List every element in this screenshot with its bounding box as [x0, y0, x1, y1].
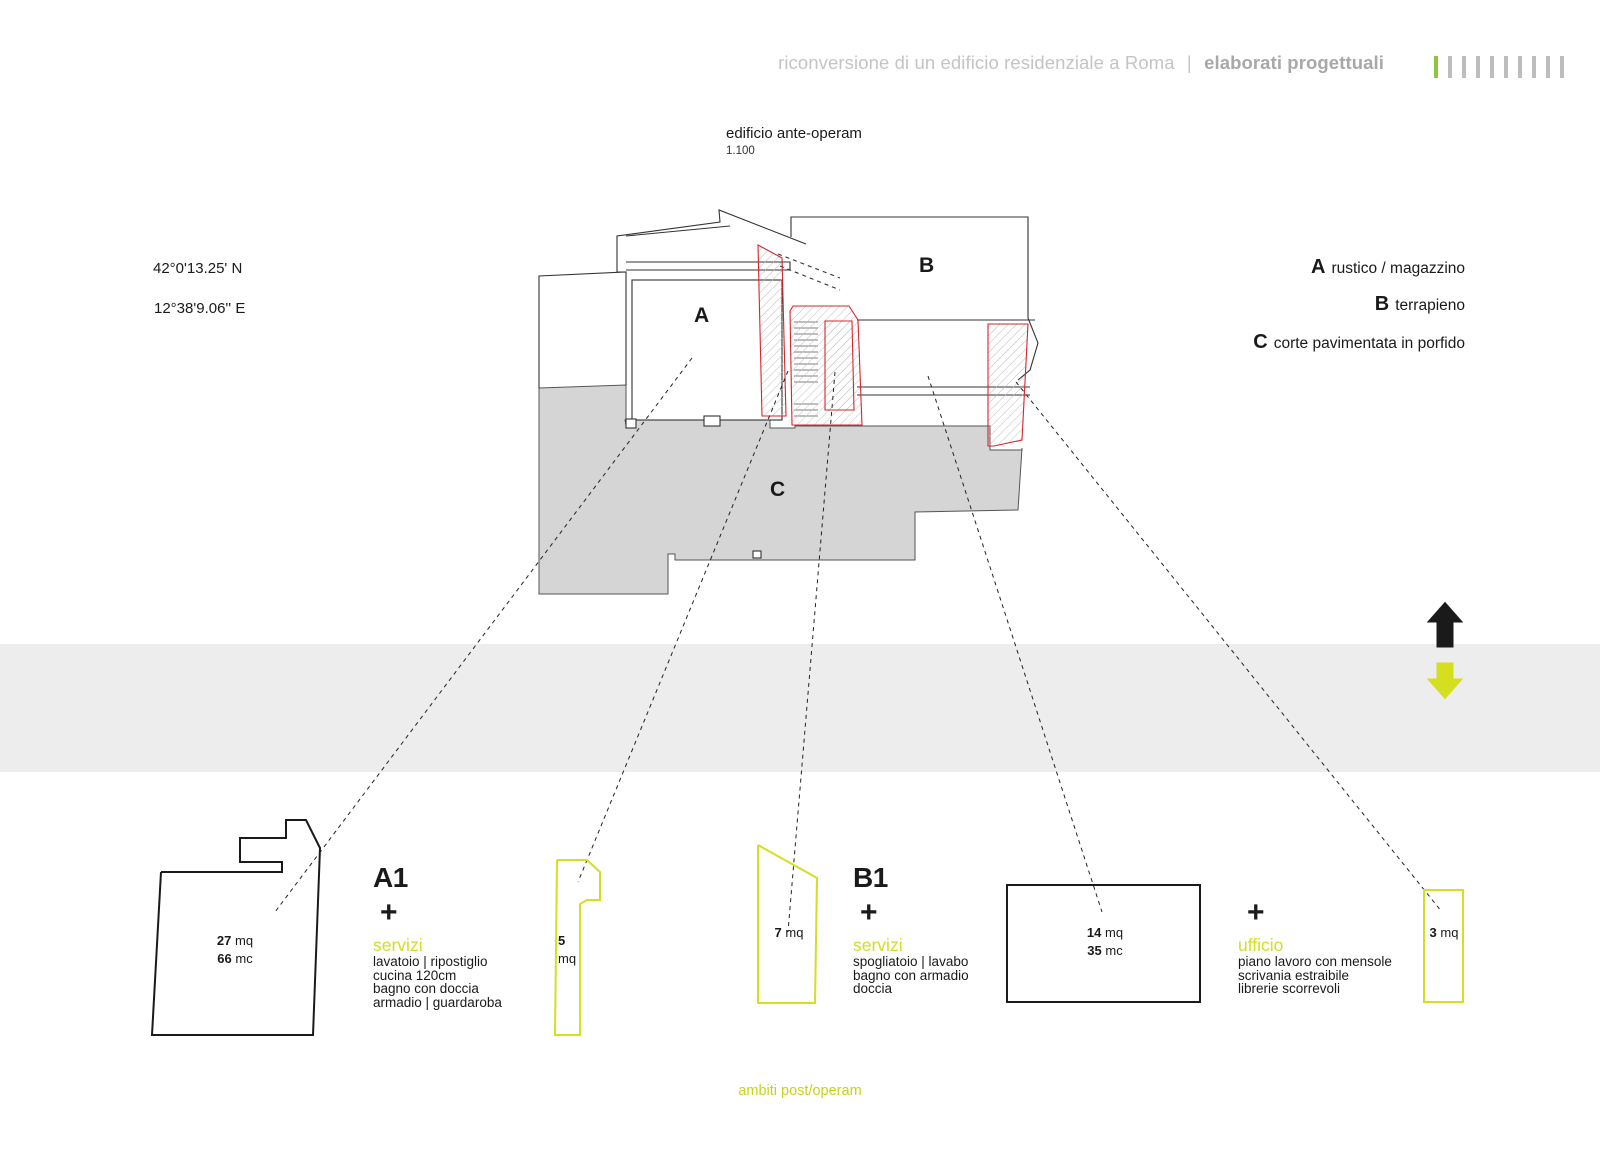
header-separator: |: [1186, 52, 1192, 73]
ambit-a1-category: servizi: [373, 935, 423, 955]
leader-lines: [274, 357, 1443, 933]
legend-letter-c: C: [1253, 331, 1268, 353]
legend-letter-b: B: [1374, 293, 1390, 315]
ambit-a1-outline: [150, 819, 322, 1036]
office-item: piano lavoro con mensole: [1238, 954, 1392, 969]
progress-bar-active: [1434, 56, 1438, 78]
area-a1-mc-unit: mc: [235, 951, 253, 966]
zone-c-label: C: [770, 478, 786, 501]
area-a1-service-mq-value: 5: [558, 933, 566, 948]
office-item: scrivania estraibile: [1238, 967, 1350, 983]
legend-text-c: corte pavimentata in porfido: [1273, 335, 1465, 352]
zone-b-label: B: [919, 254, 935, 277]
ambit-a1-item: cucina 120cm: [373, 967, 457, 983]
area-office-mq-unit: mq: [1440, 925, 1459, 940]
ambit-a1-items: lavatoio | ripostiglio cucina 120cm bagn…: [373, 955, 502, 1009]
ambit-office-outline: [1423, 889, 1464, 1003]
up-arrow-icon: [1426, 601, 1464, 648]
area-a1: 27 mq 66 mc: [200, 932, 270, 968]
area-b1-mq-value: 14: [1086, 925, 1102, 940]
area-office-mq-value: 3: [1429, 925, 1437, 940]
progress-bar: [1532, 56, 1536, 78]
progress-bar: [1476, 56, 1480, 78]
longitude-label: 12°38'9.06'' E: [154, 300, 246, 317]
area-b1-mc-unit: mc: [1105, 943, 1123, 958]
legend-text-b: terrapieno: [1395, 297, 1465, 314]
ambit-a1-service-outline: [553, 859, 601, 1036]
office-category: ufficio: [1238, 935, 1284, 955]
zone-a-label: A: [694, 304, 710, 327]
area-b1-service: 7 mq: [764, 924, 814, 942]
ambit-b1-code: B1: [853, 862, 888, 893]
header-title: riconversione di un edificio residenzial…: [778, 52, 1384, 74]
progress-bar: [1490, 56, 1494, 78]
area-a1-service: 5 mq: [558, 932, 580, 968]
area-a1-mq-value: 27: [216, 933, 232, 948]
footer-caption: ambiti post/operam: [738, 1083, 862, 1099]
ambit-a1-item: armadio | guardaroba: [373, 994, 502, 1010]
area-b1-service-mq-unit: mq: [785, 925, 804, 940]
area-b1-mq-unit: mq: [1105, 925, 1124, 940]
area-b1: 14 mq 35 mc: [1070, 924, 1140, 960]
project-title: riconversione di un edificio residenzial…: [778, 52, 1175, 73]
ambit-b1-service-outline: [757, 844, 819, 1004]
area-office: 3 mq: [1424, 924, 1464, 942]
ambit-a1-shape: [152, 820, 320, 1035]
area-a1-mc-value: 66: [217, 951, 232, 966]
legend-text-a: rustico / magazzino: [1331, 260, 1465, 277]
ambit-a1-item: bagno con doccia: [373, 981, 479, 996]
red-wall-elements: [757, 244, 1029, 447]
progress-bar: [1518, 56, 1522, 78]
office-items: piano lavoro con mensole scrivania estra…: [1238, 955, 1392, 996]
ambit-b1-items: spogliatoio | lavabo bagno con armadio d…: [853, 955, 969, 996]
ambit-b1-item: doccia: [853, 981, 893, 996]
area-a1-service-mq-unit: mq: [558, 951, 577, 966]
plan-scale: 1.100: [726, 145, 755, 157]
area-a1-mq-unit: mq: [235, 933, 254, 948]
ambit-b1-item: bagno con armadio: [853, 967, 969, 983]
ambit-b1-outline: [1006, 884, 1201, 1003]
legend-letter-a: A: [1311, 256, 1326, 278]
progress-bar: [1462, 56, 1466, 78]
down-arrow-icon: [1426, 662, 1464, 700]
ambit-b1-plus-icon: +: [860, 896, 878, 929]
ambit-a1-plus-icon: +: [380, 896, 398, 929]
progress-bar: [1504, 56, 1508, 78]
office-item: librerie scorrevoli: [1238, 981, 1341, 996]
area-b1-service-mq-value: 7: [774, 925, 782, 940]
progress-bar: [1448, 56, 1452, 78]
ambit-b1-category: servizi: [853, 935, 903, 955]
plan-title: edificio ante-operam: [726, 125, 862, 142]
office-plus-icon: +: [1247, 896, 1265, 929]
progress-bar: [1560, 56, 1564, 78]
ambit-a1-item: lavatoio | ripostiglio: [373, 954, 488, 969]
ambit-a1-code: A1: [373, 862, 408, 893]
area-b1-mc-value: 35: [1087, 943, 1102, 958]
ambit-b1-item: spogliatoio | lavabo: [853, 954, 969, 969]
latitude-label: 42°0'13.25' N: [153, 260, 243, 277]
section-title: elaborati progettuali: [1204, 52, 1384, 73]
grey-band: [0, 644, 1600, 772]
progress-bar: [1546, 56, 1550, 78]
